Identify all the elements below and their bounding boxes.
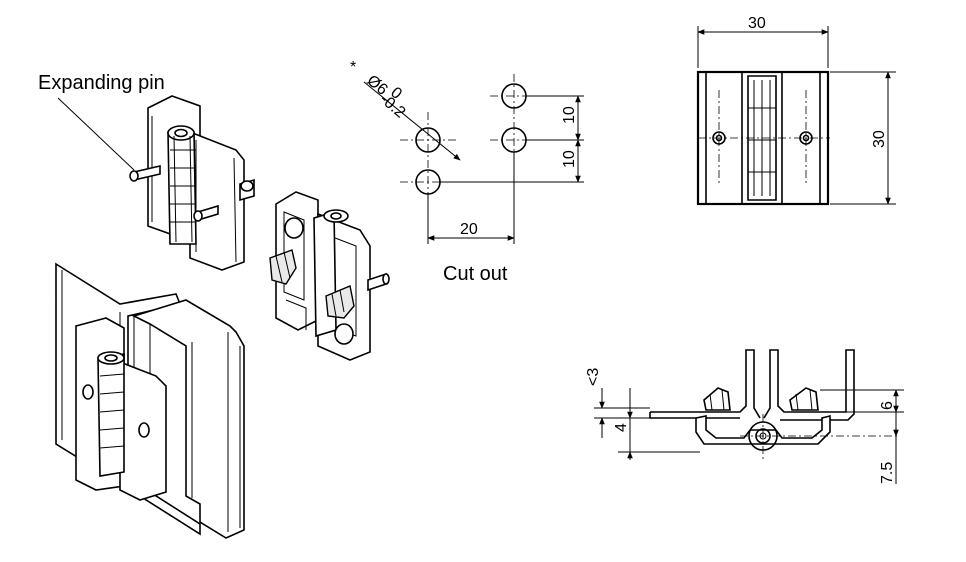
hinge-isometric-upper: [129, 95, 255, 271]
dim-cutout-10-bottom: 10: [561, 150, 578, 168]
dim-side-4: 4: [613, 423, 630, 432]
cutout-drawing: * Ø6 0 -0.2 20 10 10 Cut out: [350, 59, 584, 285]
expanding-pin-leader: [57, 97, 135, 171]
dim-front-height-30: 30: [871, 130, 888, 148]
expanding-pin-label: Expanding pin: [38, 72, 165, 94]
cutout-hole: [415, 127, 441, 153]
cut-out-label: Cut out: [443, 263, 508, 285]
hinge-isometric-profile: [55, 262, 245, 539]
dim-cutout-10-top: 10: [561, 106, 578, 124]
asterisk-mark: *: [350, 59, 356, 76]
side-view: <3 4 6 7.5: [585, 349, 904, 484]
dim-cutout-20: 20: [460, 221, 478, 238]
dim-front-width-30: 30: [748, 15, 766, 32]
dim-side-6: 6: [879, 401, 896, 410]
dim-side-lt3: <3: [585, 368, 602, 386]
hinge-isometric-back: [269, 191, 390, 361]
front-view: 30 30: [696, 15, 896, 206]
dim-side-7-5: 7.5: [879, 462, 896, 484]
